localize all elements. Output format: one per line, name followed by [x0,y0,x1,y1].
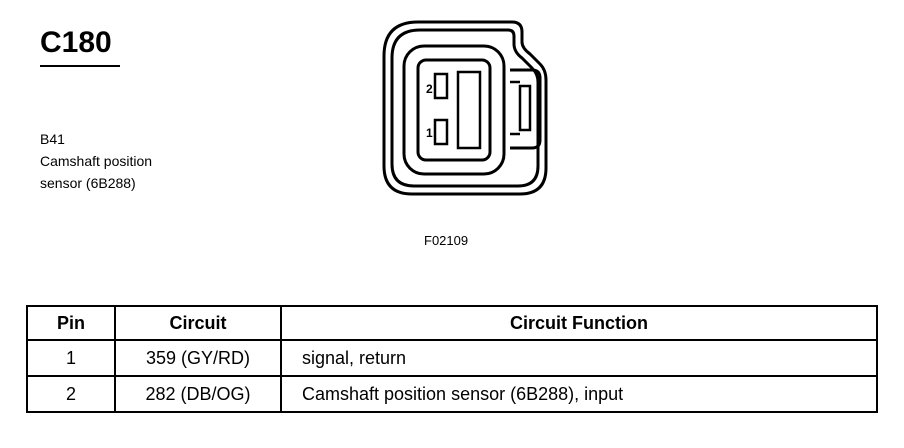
row-circuit: 359 (GY/RD) [114,339,282,377]
pin-label-2: 2 [426,82,433,96]
connector-cavity-outer [402,44,506,176]
row-pin: 2 [26,375,116,413]
row-pin: 1 [26,339,116,377]
connector-id-title: C180 [40,26,112,59]
title-underline [40,65,120,67]
connector-face-diagram: 2 1 [382,20,548,196]
table-header-row: Pin Circuit Circuit Function [26,305,878,341]
header-circuit-function: Circuit Function [280,305,878,341]
figure-code: F02109 [424,233,469,248]
component-description-line1: Camshaft position [40,153,153,169]
pin-2-small-terminal [433,72,449,100]
row-circuit-function: signal, return [280,339,878,377]
component-description: B41 Camshaft position sensor (6B288) [40,128,152,194]
row-circuit: 282 (DB/OG) [114,375,282,413]
pinout-table: Pin Circuit Circuit Function 1 359 (GY/R… [26,305,878,413]
component-code: B41 [40,131,65,147]
component-description-line2: sensor (6B288) [40,175,136,191]
locking-tab-slot [518,84,532,132]
connector-inner-housing-outline [390,28,540,188]
row-circuit-function: Camshaft position sensor (6B288), input [280,375,878,413]
pin-1-small-terminal [433,118,449,146]
table-row: 1 359 (GY/RD) signal, return [26,339,878,377]
table-row: 2 282 (DB/OG) Camshaft position sensor (… [26,375,878,413]
pin-2-large-terminal [456,70,482,150]
connector-outer-housing [382,20,548,196]
header-pin: Pin [26,305,116,341]
connector-locking-tab [510,68,542,150]
connector-cavity-inner [416,58,492,162]
pin-label-1: 1 [426,126,433,140]
header-circuit: Circuit [114,305,282,341]
